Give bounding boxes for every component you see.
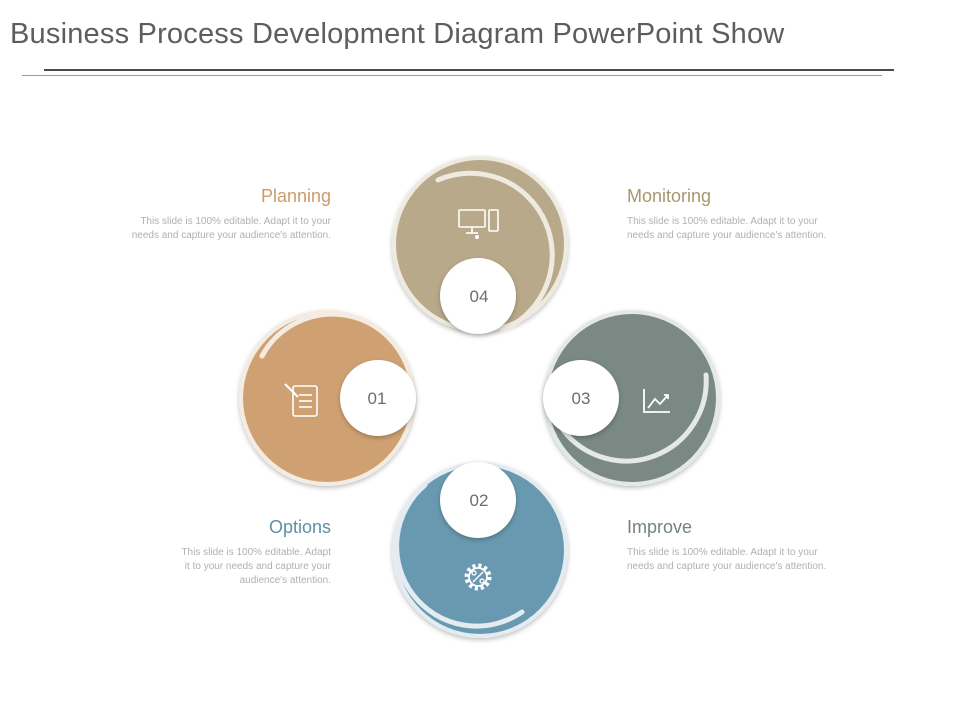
planning-description: This slide is 100% editable. Adapt it to…	[131, 216, 331, 241]
options-block: Options This slide is 100% editable. Ada…	[131, 517, 331, 588]
step-03-number: 03	[572, 389, 591, 408]
improve-block: Improve This slide is 100% editable. Ada…	[627, 517, 827, 574]
options-heading: Options	[268, 517, 331, 537]
monitoring-block: Monitoring This slide is 100% editable. …	[627, 186, 827, 243]
monitoring-description: This slide is 100% editable. Adapt it to…	[627, 216, 827, 241]
slide-title: Business Process Development Diagram Pow…	[10, 18, 785, 50]
step-01-circle: 01	[239, 310, 416, 486]
gear-icon	[464, 563, 492, 591]
monitoring-heading: Monitoring	[627, 186, 712, 206]
improve-heading: Improve	[627, 517, 693, 537]
options-description: This slide is 100% editable. Adapt it to…	[181, 547, 331, 586]
trend-chart-icon	[643, 389, 670, 413]
step-03-circle: 03	[543, 310, 720, 486]
improve-description: This slide is 100% editable. Adapt it to…	[627, 547, 827, 572]
checklist-icon	[284, 383, 318, 417]
title-divider-thin	[22, 75, 882, 76]
step-02-number: 02	[470, 491, 489, 510]
step-04-number: 04	[470, 287, 489, 306]
title-divider	[44, 69, 894, 71]
step-04-circle: 04	[392, 156, 568, 334]
planning-heading: Planning	[260, 186, 331, 206]
computer-icon	[458, 209, 499, 239]
step-01-number: 01	[368, 389, 387, 408]
step-02-circle: 02	[392, 462, 568, 638]
planning-block: Planning This slide is 100% editable. Ad…	[131, 186, 331, 243]
